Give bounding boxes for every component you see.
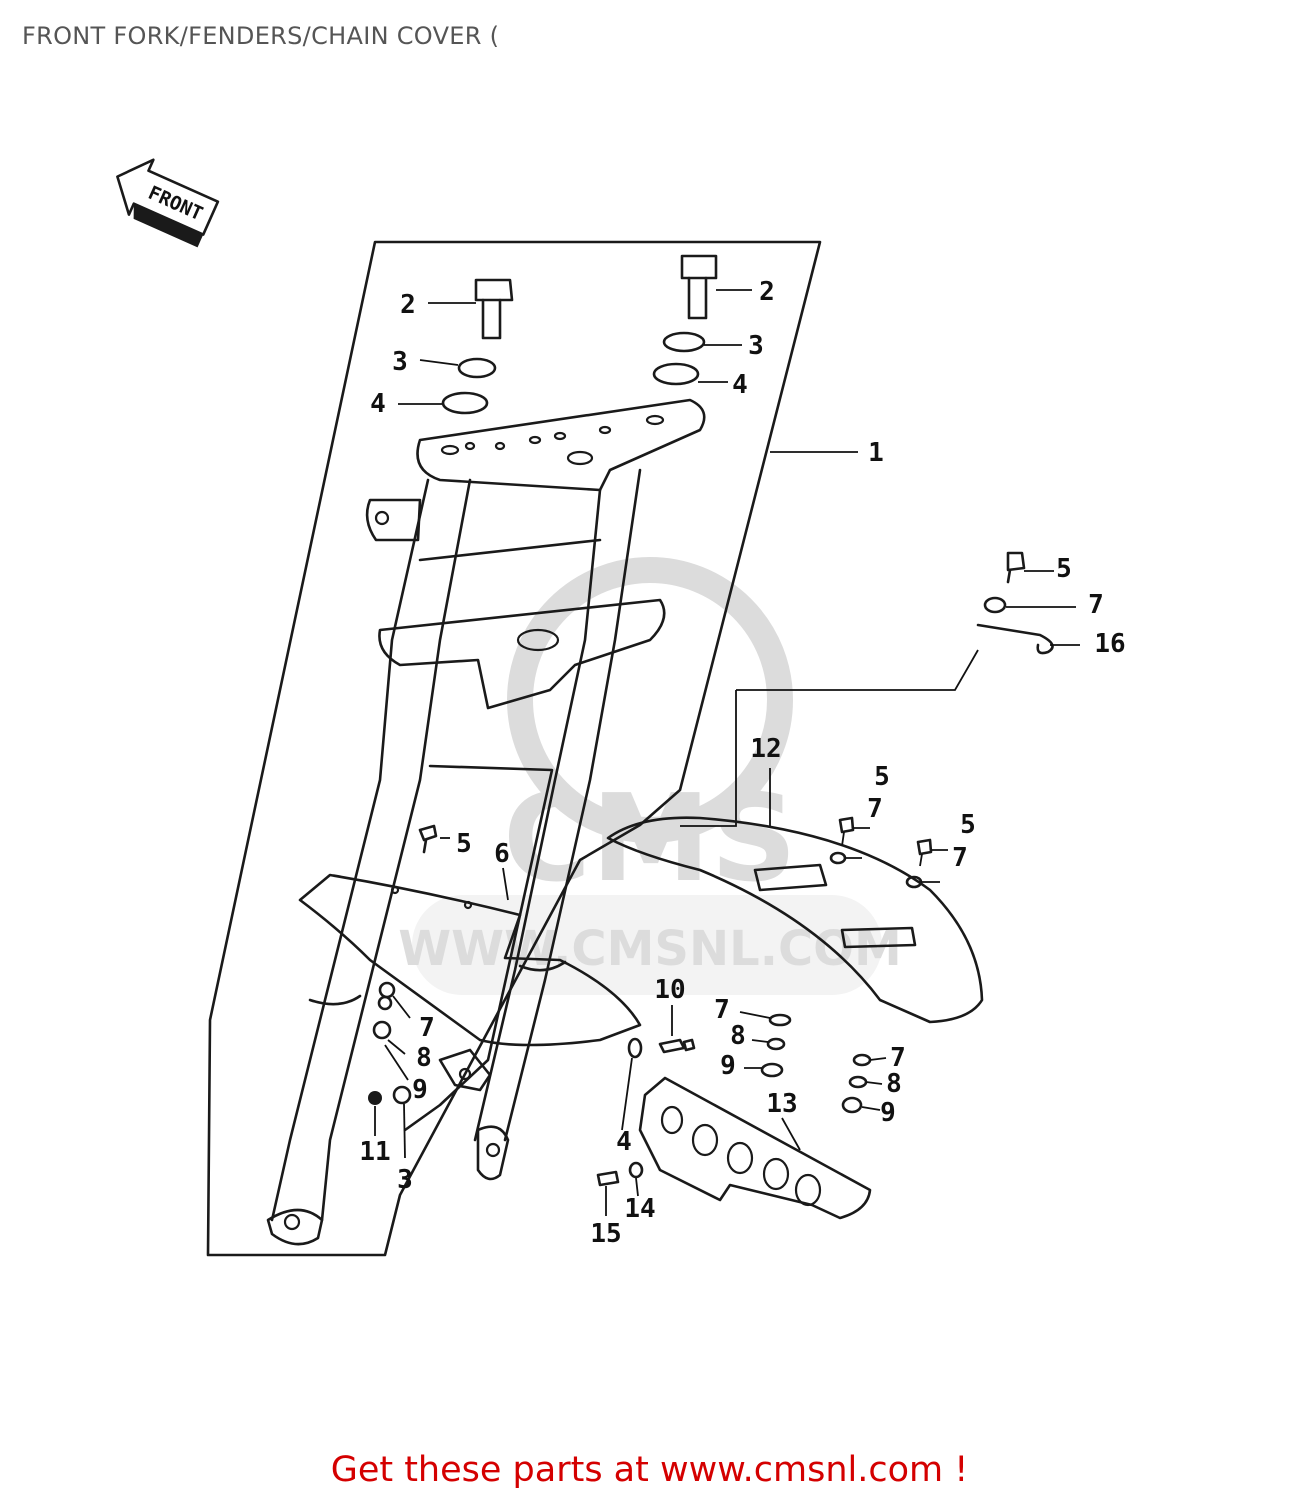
callout-1: 1 [868, 438, 884, 468]
callout-3-lower: 3 [397, 1165, 413, 1195]
callout-12: 12 [750, 734, 781, 764]
watermark-logo: CMS WWW.CMSNL.COM [398, 557, 902, 995]
callout-13: 13 [766, 1089, 797, 1119]
callout-5-fender-b: 5 [960, 810, 976, 840]
page-title: FRONT FORK/FENDERS/CHAIN COVER ( [22, 22, 500, 50]
callout-2-left: 2 [400, 290, 416, 320]
callout-10: 10 [654, 975, 685, 1005]
washer-left-lower [441, 391, 489, 415]
callout-8-front: 8 [416, 1043, 432, 1073]
top-bolt-right [680, 254, 752, 320]
callout-8-right: 8 [886, 1069, 902, 1099]
fork-assembly-boundary [206, 240, 822, 1257]
callout-2-right: 2 [759, 277, 775, 307]
callout-7-front: 7 [419, 1013, 435, 1043]
callout-7-fender-a: 7 [867, 794, 883, 824]
washer-left-upper [457, 357, 497, 379]
rear-fender [606, 816, 984, 1024]
callout-9-right: 9 [880, 1098, 896, 1128]
callout-4-lower: 4 [616, 1127, 632, 1157]
callout-15: 15 [590, 1219, 621, 1249]
chain-cover [638, 1076, 872, 1220]
cta-link[interactable]: Get these parts at www.cmsnl.com ! [330, 1450, 969, 1490]
callout-3-right: 3 [748, 331, 764, 361]
callout-9-chain: 9 [720, 1051, 736, 1081]
top-bolt-left [428, 278, 514, 340]
callout-8-chain: 8 [730, 1021, 746, 1051]
callout-5-hook: 5 [1056, 554, 1072, 584]
callout-7-right: 7 [890, 1043, 906, 1073]
steering-stem-bracket [378, 598, 666, 710]
callout-7-fender-b: 7 [952, 843, 968, 873]
callout-5-front: 5 [456, 829, 472, 859]
callout-7-hook: 7 [1088, 590, 1104, 620]
front-arrow-icon: FRONT [116, 158, 220, 248]
callout-3-left: 3 [392, 347, 408, 377]
callout-6: 6 [494, 839, 510, 869]
watermark-url-text: WWW.CMSNL.COM [398, 921, 902, 977]
washer-right-lower [652, 362, 700, 386]
callout-14: 14 [624, 1194, 655, 1224]
fork-top-bridge [416, 398, 706, 492]
callout-9-front: 9 [412, 1075, 428, 1105]
callout-5-fender-a: 5 [874, 762, 890, 792]
callout-11: 11 [359, 1137, 390, 1167]
callout-16: 16 [1094, 629, 1125, 659]
callout-7-chain: 7 [714, 995, 730, 1025]
washer-right-upper [662, 331, 706, 353]
callout-4-right: 4 [732, 370, 748, 400]
fork-tube-right [503, 468, 642, 1142]
callout-4-left: 4 [370, 389, 386, 419]
front-fender [298, 873, 642, 1047]
